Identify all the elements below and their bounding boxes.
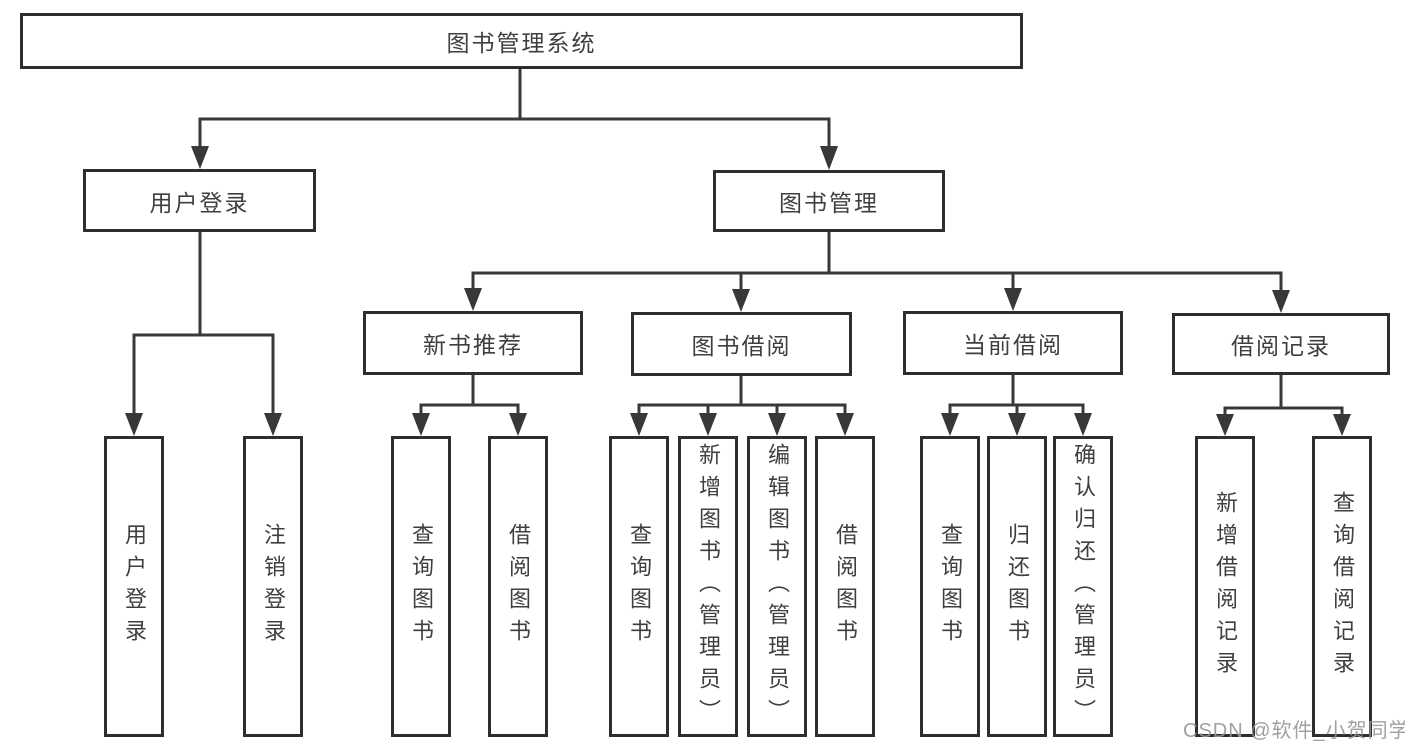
leaf-recommend-borrow-book: 借阅图书: [488, 436, 548, 737]
node-current-borrow: 当前借阅: [903, 311, 1123, 375]
connector-login-to-leaves: [125, 232, 282, 436]
leaf-current-query-book: 查询图书: [920, 436, 980, 737]
node-user-login: 用户登录: [83, 169, 316, 232]
leaf-borrow-edit-book-admin: 编辑图书（管理员）: [747, 436, 807, 737]
connector-current-to-leaves: [941, 375, 1092, 436]
leaf-add-borrow-record: 新增借阅记录: [1195, 436, 1255, 737]
leaf-borrow-query-book: 查询图书: [609, 436, 669, 737]
node-book-borrow: 图书借阅: [631, 312, 852, 376]
leaf-logout: 注销登录: [243, 436, 303, 737]
csdn-watermark: CSDN @软件_小贺同学: [1183, 720, 1405, 742]
connector-root-to-level2: [191, 69, 838, 170]
leaf-borrow-add-book-admin: 新增图书（管理员）: [678, 436, 738, 737]
node-book-management: 图书管理: [713, 170, 945, 232]
leaf-current-return-book: 归还图书: [987, 436, 1047, 737]
leaf-current-confirm-return-admin: 确认归还（管理员）: [1053, 436, 1113, 737]
node-new-book-recommend: 新书推荐: [363, 311, 583, 375]
node-library-system: 图书管理系统: [20, 13, 1023, 69]
leaf-query-borrow-record: 查询借阅记录: [1312, 436, 1372, 737]
leaf-borrow-borrow-book: 借阅图书: [815, 436, 875, 737]
leaf-recommend-query-book: 查询图书: [391, 436, 451, 737]
node-borrow-records: 借阅记录: [1172, 313, 1390, 375]
connector-records-to-leaves: [1216, 375, 1351, 436]
connector-recommend-to-leaves: [412, 375, 527, 436]
connector-mgmt-to-level3: [464, 232, 1290, 313]
connector-borrow-to-leaves: [630, 376, 854, 436]
leaf-user-login: 用户登录: [104, 436, 164, 737]
